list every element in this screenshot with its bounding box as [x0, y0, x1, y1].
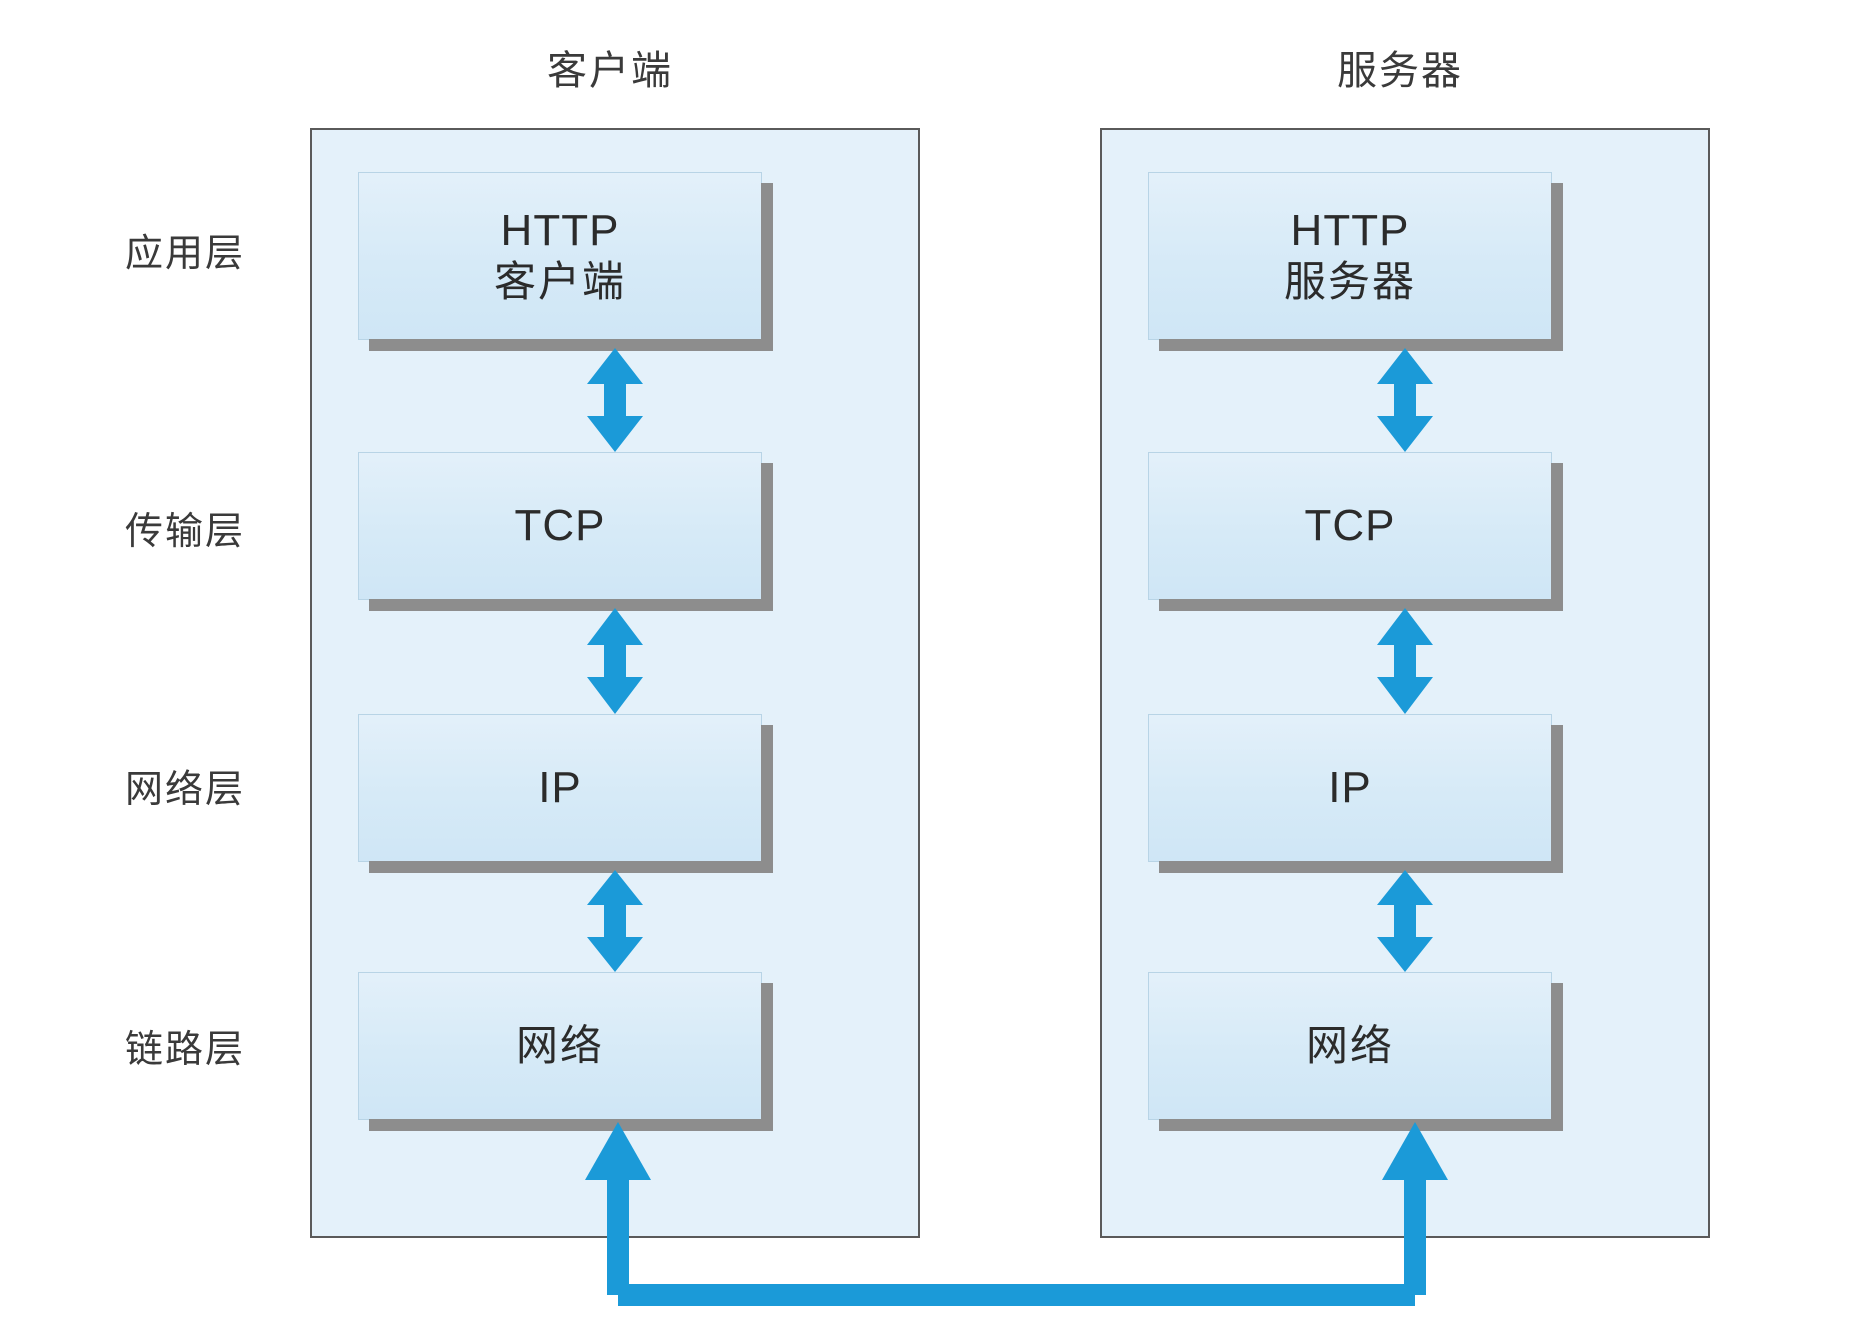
client-box-ip: IP	[358, 714, 773, 873]
layer-label-application: 应用层	[124, 233, 245, 275]
client-box-tcp-primary: TCP	[514, 501, 606, 551]
server-box-network: 网络	[1148, 972, 1563, 1131]
client-arrow-transport-network-icon	[587, 608, 643, 714]
client-box-ip-primary: IP	[538, 763, 582, 813]
client-box-network: 网络	[358, 972, 773, 1131]
layer-label-transport: 传输层	[124, 511, 245, 553]
client-arrow-network-link-icon	[587, 870, 643, 972]
client-box-http-client-primary: HTTP	[500, 206, 620, 256]
server-box-http-server-secondary: 服务器	[1283, 258, 1416, 306]
layer-label-link: 链路层	[124, 1029, 245, 1071]
server-box-tcp-primary: TCP	[1304, 501, 1396, 551]
server-box-ip: IP	[1148, 714, 1563, 873]
server-box-http-server: HTTP 服务器	[1148, 172, 1563, 351]
client-box-http-client-secondary: 客户端	[493, 258, 626, 306]
server-host-panel: HTTP 服务器 TCP IP 网络	[1100, 128, 1710, 1238]
server-box-ip-primary: IP	[1328, 763, 1372, 813]
client-arrow-app-transport-icon	[587, 348, 643, 452]
client-box-http-client: HTTP 客户端	[358, 172, 773, 351]
layer-label-network: 网络层	[124, 769, 245, 811]
client-column-title: 客户端	[547, 49, 673, 93]
client-box-tcp: TCP	[358, 452, 773, 611]
client-box-network-primary: 网络	[515, 1022, 604, 1070]
client-host-panel: HTTP 客户端 TCP IP 网络	[310, 128, 920, 1238]
server-box-tcp: TCP	[1148, 452, 1563, 611]
server-arrow-network-link-icon	[1377, 870, 1433, 972]
server-box-network-primary: 网络	[1305, 1022, 1394, 1070]
server-box-http-server-primary: HTTP	[1290, 206, 1410, 256]
server-arrow-transport-network-icon	[1377, 608, 1433, 714]
server-arrow-app-transport-icon	[1377, 348, 1433, 452]
server-column-title: 服务器	[1337, 49, 1463, 93]
